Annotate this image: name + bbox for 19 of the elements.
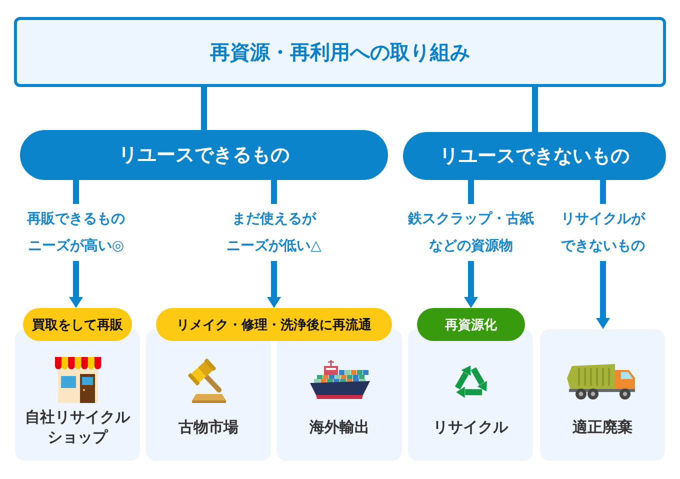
category-pill: リユースできるもの (20, 130, 388, 180)
card-caption: リサイクル (433, 417, 508, 437)
method-card (540, 329, 665, 461)
arrow (464, 177, 478, 308)
method-tag: リメイク・修理・洗浄後に再流通 (156, 308, 392, 341)
arrow (69, 177, 83, 308)
connector-line (532, 87, 538, 132)
connector-line (201, 87, 207, 130)
card-caption: 自社リサイクルショップ (24, 407, 132, 447)
arrow (596, 177, 610, 329)
method-tag: 買取をして再販 (23, 308, 132, 341)
arrow (267, 177, 281, 308)
card-caption: 適正廃棄 (572, 417, 632, 437)
category-pill: リユースできないもの (403, 132, 666, 180)
method-tag: 再資源化 (417, 308, 525, 341)
method-card (277, 329, 402, 461)
card-caption: 海外輸出 (310, 417, 370, 437)
card-caption: 古物市場 (178, 417, 238, 437)
title-box: 再資源・再利用への取り組み (14, 17, 666, 87)
